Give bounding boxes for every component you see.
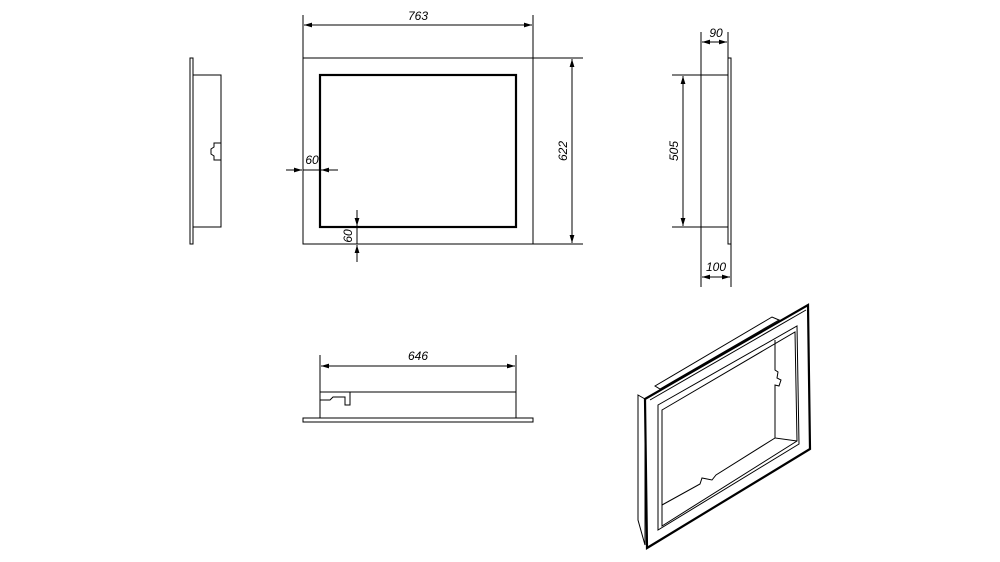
dimension-height: 622 xyxy=(556,141,570,161)
front-view: 763 622 60 60 xyxy=(286,9,583,262)
dimension-width: 763 xyxy=(408,9,428,23)
right-side-view: 505 90 100 xyxy=(667,26,732,287)
isometric-view xyxy=(637,303,812,550)
dimension-inner-height: 505 xyxy=(667,141,681,161)
dimension-depth-bottom: 100 xyxy=(706,260,726,274)
dimension-depth-top: 90 xyxy=(709,26,723,40)
dimension-border-side: 60 xyxy=(305,153,319,167)
dimension-inner-width: 646 xyxy=(408,349,428,363)
bottom-view: 646 xyxy=(302,349,534,423)
dimension-border-bottom: 60 xyxy=(341,229,355,243)
left-side-view xyxy=(189,57,222,245)
